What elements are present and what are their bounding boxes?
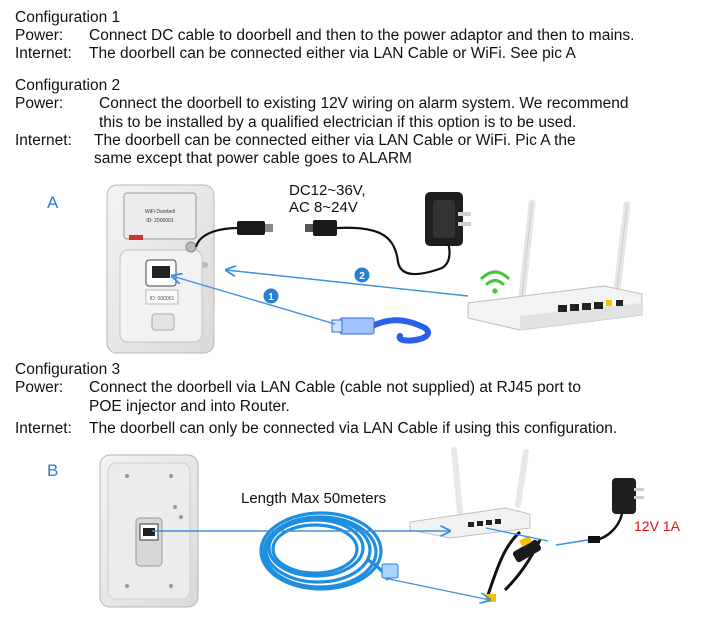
marker-1: 1 <box>263 288 279 304</box>
lan-plug-b <box>381 563 399 579</box>
router-b <box>409 447 531 539</box>
dc-power-cable-a <box>194 220 451 276</box>
config2-heading: Configuration 2 <box>15 77 121 94</box>
config1-power-text: Connect DC cable to doorbell and then to… <box>89 27 635 44</box>
wifi-icon <box>480 270 510 294</box>
config2-power-text-2: this to be installed by a qualified elec… <box>99 114 577 131</box>
config1-internet-text: The doorbell can be connected either via… <box>89 45 576 62</box>
marker-2: 2 <box>354 267 370 283</box>
config2-power-text-1: Connect the doorbell to existing 12V wir… <box>99 95 629 112</box>
config2-internet-text-2: same except that power cable goes to ALA… <box>94 150 412 167</box>
doorbell-sticker-text: ID: 000001 <box>150 296 175 302</box>
voltage-label-line-2: AC 8~24V <box>289 199 358 216</box>
config3-power-label: Power: <box>15 379 64 396</box>
config2-internet-text-1: The doorbell can be connected either via… <box>94 132 576 149</box>
wifi-connection-arrow <box>226 270 469 297</box>
config3-power-text-2: POE injector and into Router. <box>89 398 290 415</box>
config2-power-label: Power: <box>15 95 64 112</box>
power-adapter-b <box>588 478 644 543</box>
doorbell-panel-text-2: ID: 2000001 <box>146 218 173 224</box>
adapter-rating-label: 12V 1A <box>634 518 680 534</box>
diagram-b-letter: B <box>47 461 59 480</box>
config1-power-label: Power: <box>15 27 64 44</box>
doorbell-unit-a: WiFi Doorbell ID: 2000001 ID: 000001 <box>106 184 215 354</box>
config1-heading: Configuration 1 <box>15 9 121 26</box>
router-a <box>467 199 643 331</box>
voltage-label-line-1: DC12~36V, <box>289 182 366 199</box>
poe-injector-b <box>486 530 542 602</box>
config3-internet-label: Internet: <box>15 420 72 437</box>
config3-internet-text: The doorbell can only be connected via L… <box>89 420 618 437</box>
poe-to-adapter-line <box>555 539 589 546</box>
doorbell-panel-text-1: WiFi Doorbell <box>145 209 175 215</box>
cable-length-label: Length Max 50meters <box>241 490 387 507</box>
svg-text:2: 2 <box>359 271 365 282</box>
lan-cable-a <box>331 317 431 344</box>
config3-power-text-1: Connect the doorbell via LAN Cable (cabl… <box>89 379 581 396</box>
config3-heading: Configuration 3 <box>15 361 121 378</box>
svg-text:1: 1 <box>268 292 274 303</box>
coiled-lan-cable-b <box>259 511 390 591</box>
config1-internet-label: Internet: <box>15 45 72 62</box>
router-to-poe-line <box>485 527 549 542</box>
doorbell-unit-b <box>99 454 199 608</box>
diagram-a-letter: A <box>47 193 59 212</box>
lan-connection-arrow <box>172 276 336 325</box>
cable-to-poe-arrow <box>383 577 490 600</box>
config2-internet-label: Internet: <box>15 132 72 149</box>
power-adapter-a <box>425 192 471 246</box>
